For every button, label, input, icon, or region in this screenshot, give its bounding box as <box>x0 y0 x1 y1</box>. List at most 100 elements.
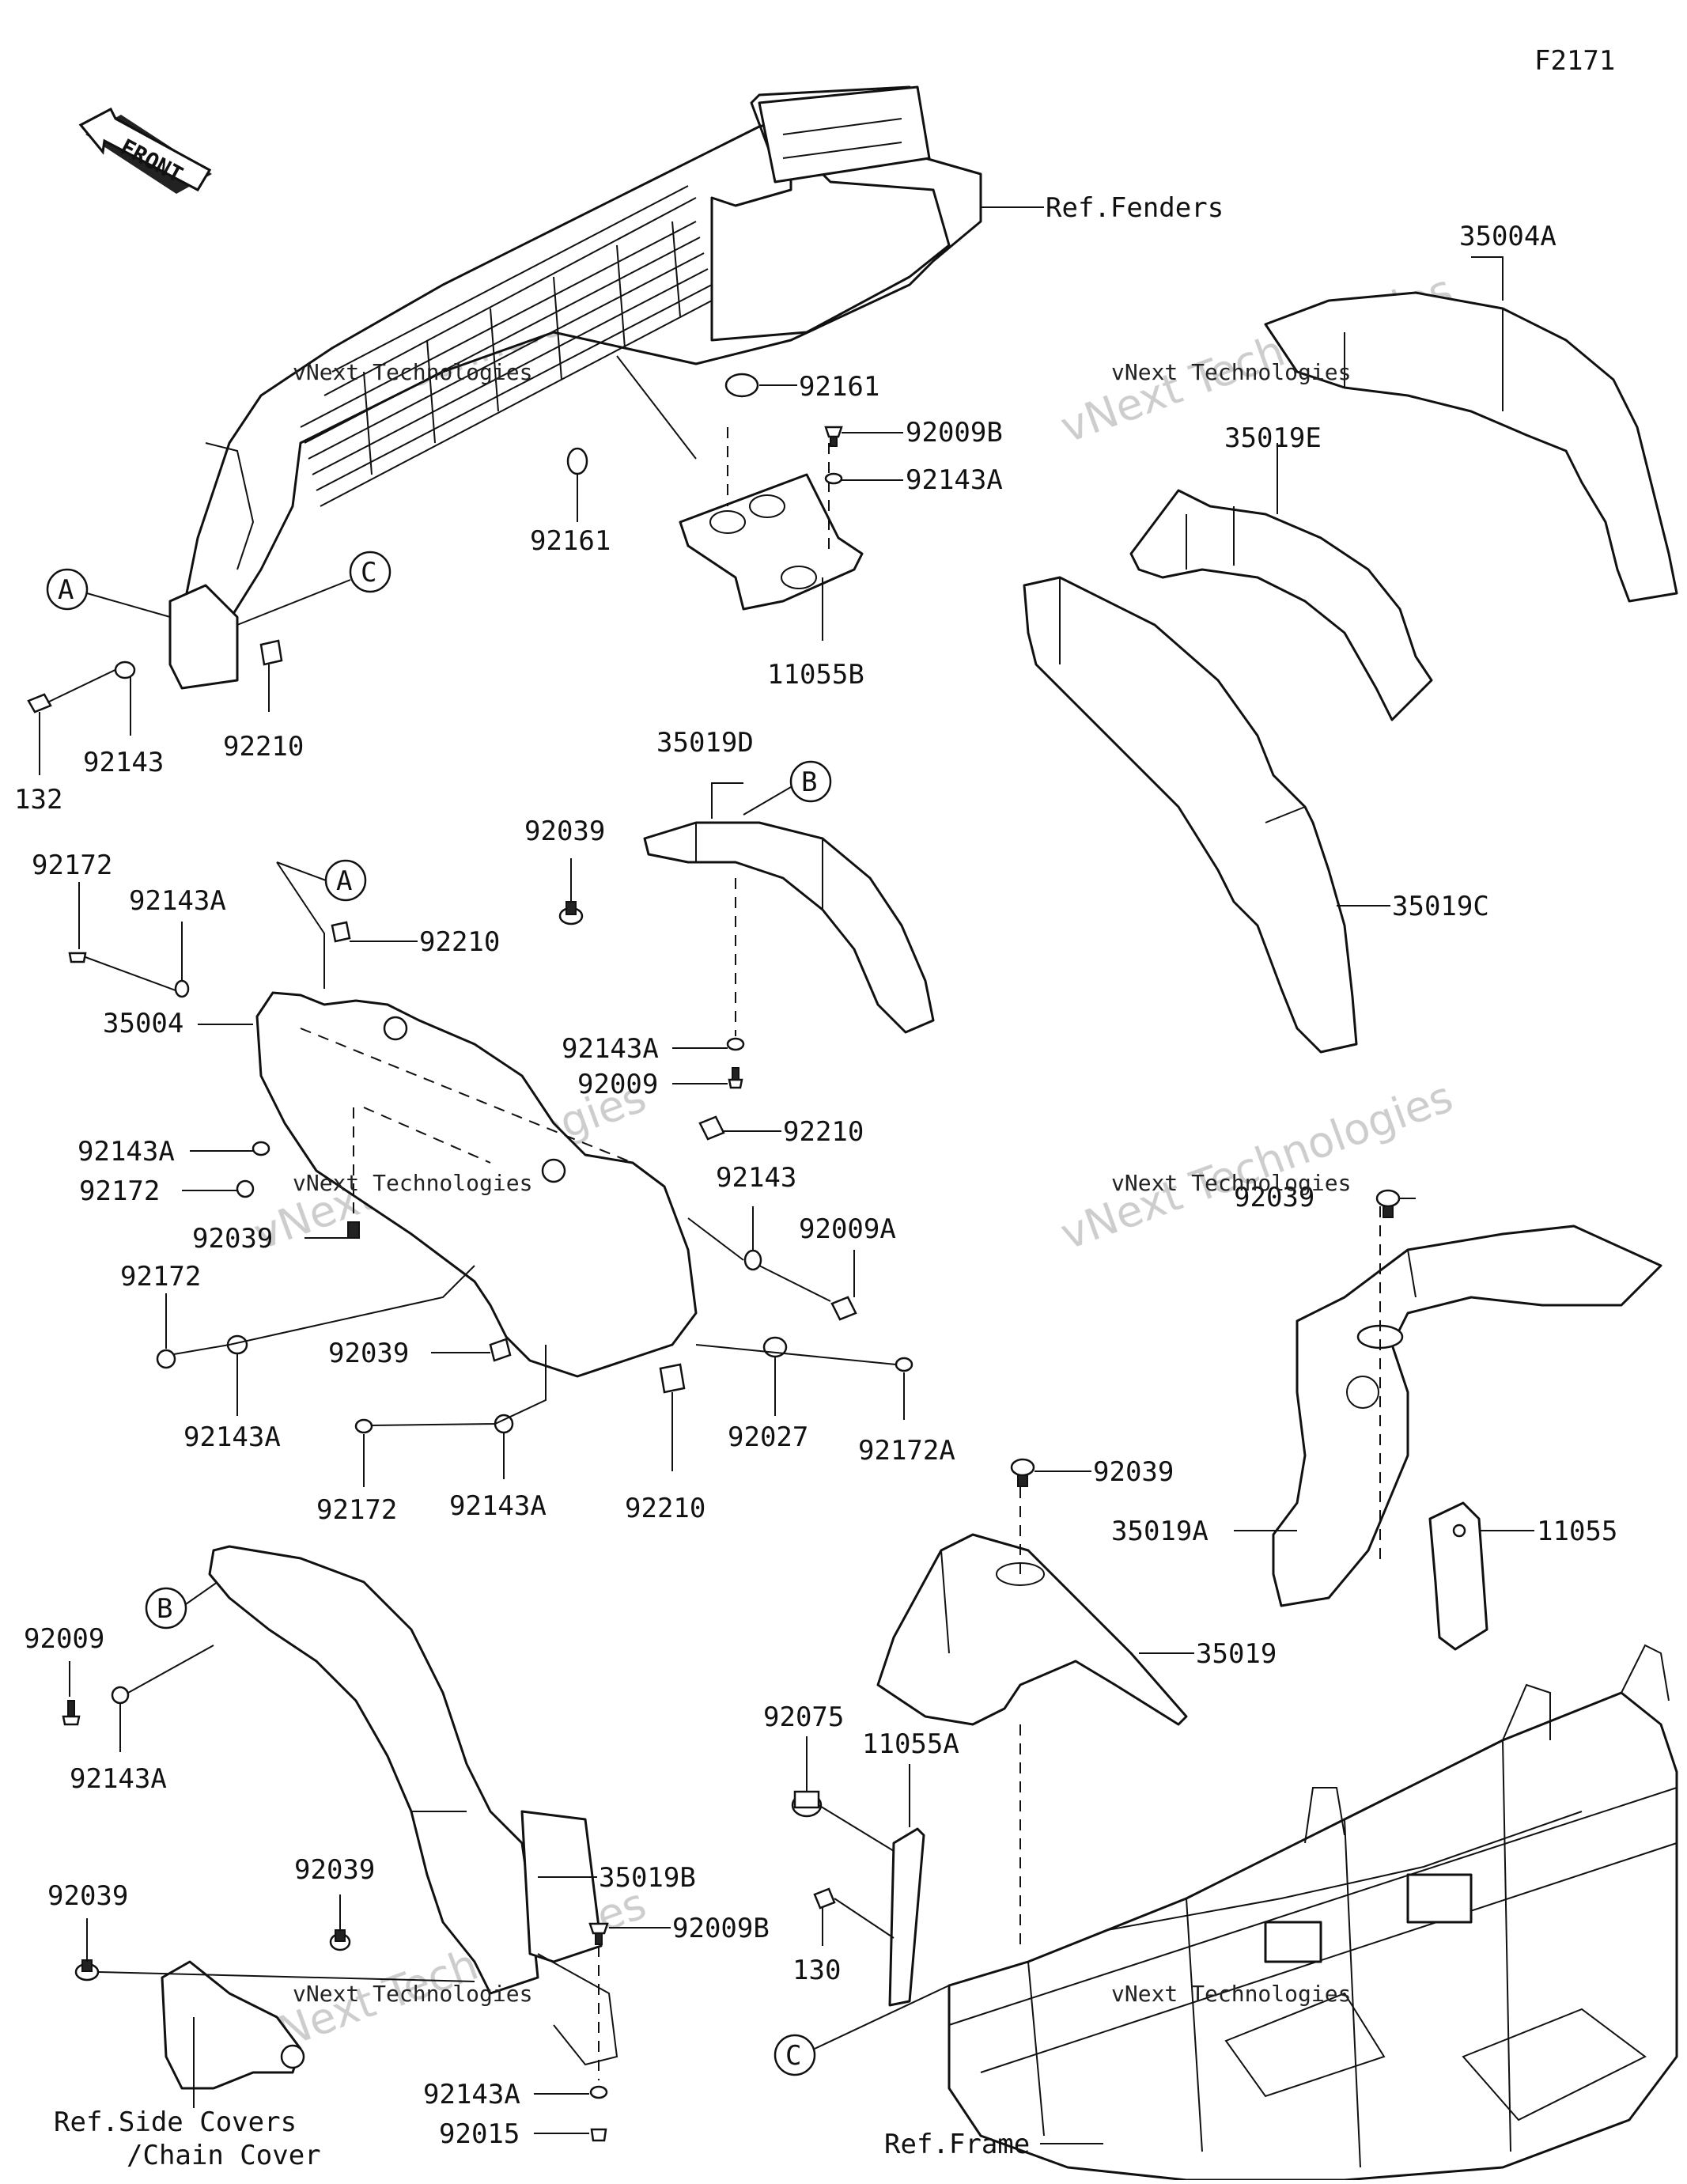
washer-92143A-f <box>111 1686 130 1705</box>
watermark-small: vNext Technologies <box>293 1981 532 2007</box>
part-label-92210-a: 92210 <box>419 926 500 958</box>
ref-fenders-label: Ref.Fenders <box>1046 192 1224 224</box>
bolt-92009A <box>830 1296 857 1321</box>
part-label-92143A-a: 92143A <box>129 885 226 917</box>
part-label-35019D: 35019D <box>656 727 754 759</box>
bolt-92172-a <box>68 952 87 963</box>
part-label-92172-c: 92172 <box>120 1261 201 1293</box>
bolt-130 <box>813 1887 836 1910</box>
part-label-92172-a: 92172 <box>32 850 112 881</box>
part-label-92210-c: 92210 <box>625 1493 705 1524</box>
washer-92143A-top <box>824 472 843 485</box>
bracket-11055A <box>888 1827 925 2007</box>
part-label-92143A-f: 92143A <box>70 1763 167 1795</box>
clip-92015 <box>590 2128 607 2142</box>
watermark-small: vNext Technologies <box>293 359 532 385</box>
clip-92039-g <box>1010 1458 1035 1487</box>
callout-a-top: A <box>46 568 89 611</box>
part-label-35019B: 35019B <box>599 1862 696 1894</box>
part-label-92143A-g: 92143A <box>423 2079 520 2110</box>
front-arrow-icon: FRONT <box>78 107 212 194</box>
fender-35019E <box>1129 489 1433 721</box>
part-label-35019: 35019 <box>1196 1638 1277 1670</box>
washer-92143-top <box>114 660 136 679</box>
svg-text:B: B <box>157 1593 172 1625</box>
part-label-92143A-c: 92143A <box>78 1136 175 1168</box>
part-label-92210-top: 92210 <box>223 731 304 763</box>
washer-92143A-g <box>589 2085 608 2099</box>
part-label-11055: 11055 <box>1537 1516 1617 1547</box>
fender-35019D <box>643 821 935 1034</box>
bracket-11055 <box>1428 1501 1488 1651</box>
bolt-92009-a <box>728 1067 743 1089</box>
nut-92172-c <box>156 1349 176 1369</box>
callout-b-bottom: B <box>145 1587 187 1629</box>
callout-a-mid: A <box>324 859 367 902</box>
bolt-92009B-bottom <box>588 1922 609 1945</box>
part-label-92161-top: 92161 <box>799 371 879 403</box>
svg-text:B: B <box>801 766 817 798</box>
bolt-92009-b <box>62 1700 81 1726</box>
part-label-92143A-e: 92143A <box>449 1490 547 1522</box>
part-label-35019E: 35019E <box>1224 422 1322 454</box>
grille-assembly <box>168 85 982 690</box>
watermark-small: vNext Technologies <box>1111 359 1351 385</box>
part-label-35019C: 35019C <box>1392 891 1489 922</box>
watermark-small: vNext Technologies <box>1111 1981 1351 2007</box>
part-label-92015: 92015 <box>439 2118 520 2150</box>
part-label-11055B: 11055B <box>767 659 864 691</box>
part-label-92172-d: 92172 <box>316 1494 397 1526</box>
part-label-92009B-bottom: 92009B <box>672 1913 770 1944</box>
part-label-92039-a: 92039 <box>524 816 605 847</box>
washer-92143A-c <box>252 1141 270 1156</box>
watermark-small: vNext Technologies <box>293 1170 532 1196</box>
nut-92210-c <box>659 1363 686 1394</box>
part-label-92143-mid: 92143 <box>716 1162 796 1194</box>
part-label-92143-top: 92143 <box>83 747 164 778</box>
nut-92210-top <box>259 639 283 666</box>
part-label-92027: 92027 <box>728 1421 808 1453</box>
fender-35004 <box>255 991 698 1378</box>
clip-92039-c <box>489 1338 512 1362</box>
clip-92039-d <box>1375 1189 1401 1218</box>
part-label-92009A: 92009A <box>799 1213 896 1245</box>
clip-92039-b <box>347 1107 360 1239</box>
bolt-92172-b <box>236 1179 255 1198</box>
watermark-small: vNext Technologies <box>1111 1170 1351 1196</box>
grommet-92075 <box>791 1790 823 1818</box>
part-label-92143A-d: 92143A <box>183 1421 281 1453</box>
ref-frame-label: Ref.Frame <box>884 2129 1030 2160</box>
part-label-132: 132 <box>14 784 62 816</box>
part-label-92039-g: 92039 <box>1093 1456 1174 1488</box>
part-label-92039-f: 92039 <box>47 1880 128 1912</box>
bolt-132 <box>27 664 127 713</box>
part-label-92039-d: 92039 <box>1234 1182 1314 1213</box>
diagram-code: F2171 <box>1534 45 1615 77</box>
nut-92210-a <box>331 921 351 943</box>
watermark: vNext Technologies <box>1054 1072 1459 1260</box>
svg-text:A: A <box>336 865 352 897</box>
part-label-92172A: 92172A <box>858 1435 955 1467</box>
part-label-130: 130 <box>792 1955 841 1986</box>
nut-92210-b <box>698 1115 725 1141</box>
bolt-92009B-top <box>824 426 843 447</box>
part-label-11055A: 11055A <box>862 1728 959 1760</box>
part-label-92172-b: 92172 <box>79 1175 160 1207</box>
part-label-92143A-top: 92143A <box>906 464 1003 496</box>
svg-text:C: C <box>785 2040 801 2072</box>
part-label-92009-b: 92009 <box>24 1623 104 1655</box>
part-label-35019A: 35019A <box>1111 1516 1209 1547</box>
part-label-92161-left: 92161 <box>530 525 611 557</box>
washer-92143A-b <box>726 1037 745 1051</box>
clip-92039-a <box>558 901 584 925</box>
part-label-92039-c: 92039 <box>328 1338 409 1369</box>
side-cover <box>161 1960 305 2090</box>
ref-side-covers-label: Ref.Side Covers <box>54 2106 297 2138</box>
part-label-92210-b: 92210 <box>783 1116 864 1148</box>
callout-c-bottom: C <box>774 2034 816 2076</box>
part-label-92009B-top: 92009B <box>906 417 1003 449</box>
fender-35019A <box>1272 1206 1662 1607</box>
heat-shield-11055B <box>679 427 864 611</box>
clip-92039-f <box>74 1959 100 1981</box>
